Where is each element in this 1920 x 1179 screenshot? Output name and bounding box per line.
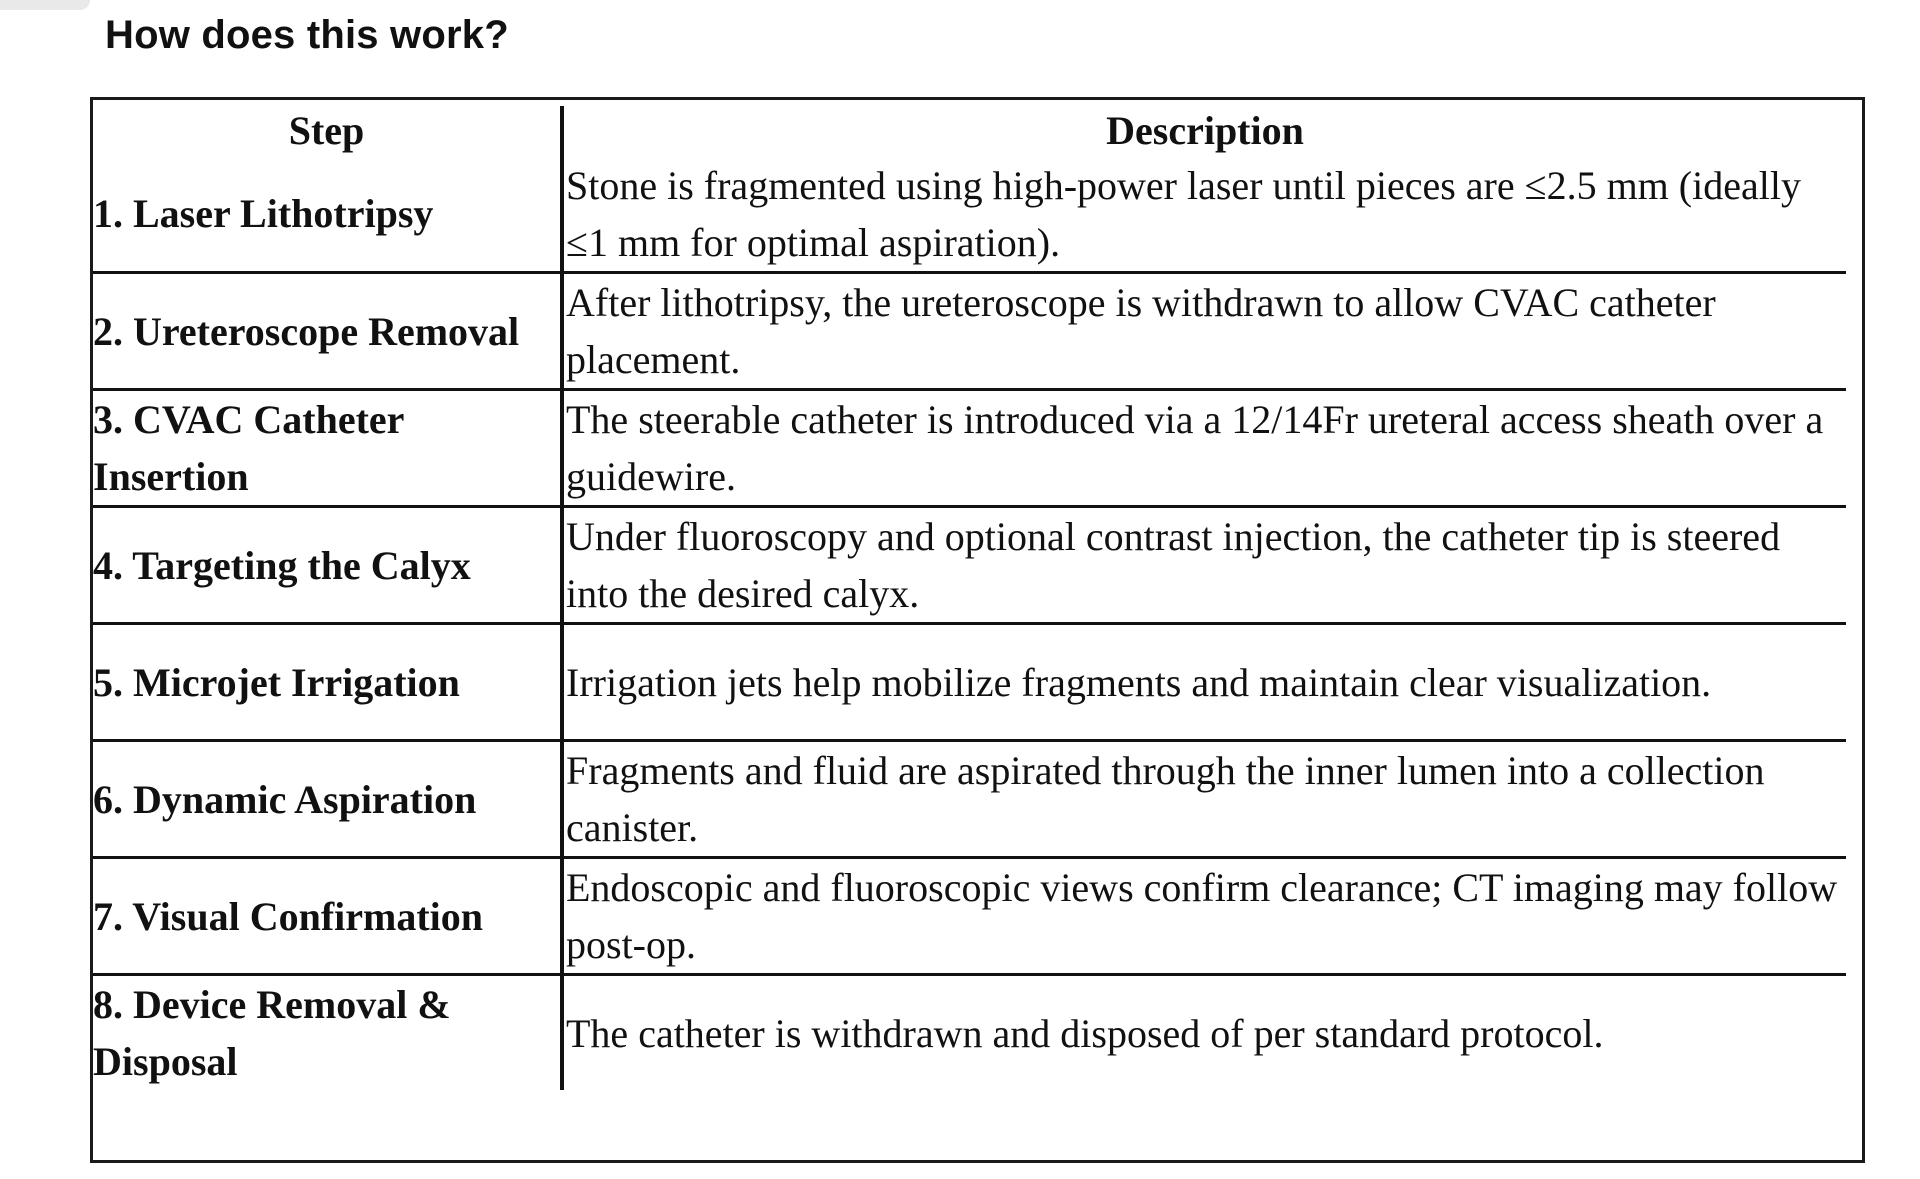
step-cell: 6. Dynamic Aspiration <box>93 740 564 859</box>
description-cell: The steerable catheter is introduced via… <box>562 389 1846 508</box>
step-cell: 7. Visual Confirmation <box>93 857 564 976</box>
description-cell: Stone is fragmented using high-power las… <box>562 156 1846 274</box>
table-row: 7. Visual Confirmation Endoscopic and fl… <box>93 857 1846 976</box>
table-row: 5. Microjet Irrigation Irrigation jets h… <box>93 623 1846 742</box>
description-cell: Endoscopic and fluoroscopic views confir… <box>562 857 1846 976</box>
steps-table-frame: Step Description 1. Laser Lithotripsy St… <box>90 97 1865 1163</box>
description-cell: The catheter is withdrawn and disposed o… <box>566 1010 1604 1056</box>
table-row: 6. Dynamic Aspiration Fragments and flui… <box>93 740 1846 859</box>
step-cell: 5. Microjet Irrigation <box>93 623 564 742</box>
description-cell: Under fluoroscopy and optional contrast … <box>562 506 1846 625</box>
description-cell: After lithotripsy, the ureteroscope is w… <box>562 272 1846 391</box>
table-row: 1. Laser Lithotripsy Stone is fragmented… <box>93 156 1846 274</box>
column-header-step: Step <box>93 106 564 156</box>
description-cell: Fragments and fluid are aspirated throug… <box>562 740 1846 859</box>
table-header-row: Step Description <box>93 106 1846 156</box>
step-cell: 4. Targeting the Calyx <box>93 506 564 625</box>
step-cell: 8. Device Removal & Disposal <box>93 974 564 1090</box>
page-title: How does this work? <box>105 13 509 57</box>
step-cell: 3. CVAC Catheter Insertion <box>93 389 564 508</box>
table-row: 4. Targeting the Calyx Under fluoroscopy… <box>93 506 1846 625</box>
column-header-description: Description <box>1106 108 1304 153</box>
table-row: 2. Ureteroscope Removal After lithotrips… <box>93 272 1846 391</box>
step-cell: 2. Ureteroscope Removal <box>93 272 564 391</box>
table-row: 8. Device Removal & Disposal The cathete… <box>93 974 1846 1090</box>
description-cell: Irrigation jets help mobilize fragments … <box>562 623 1846 742</box>
step-cell: 1. Laser Lithotripsy <box>93 156 564 274</box>
steps-table: Step Description 1. Laser Lithotripsy St… <box>93 106 1846 1090</box>
table-row: 3. CVAC Catheter Insertion The steerable… <box>93 389 1846 508</box>
corner-smudge <box>0 0 90 10</box>
